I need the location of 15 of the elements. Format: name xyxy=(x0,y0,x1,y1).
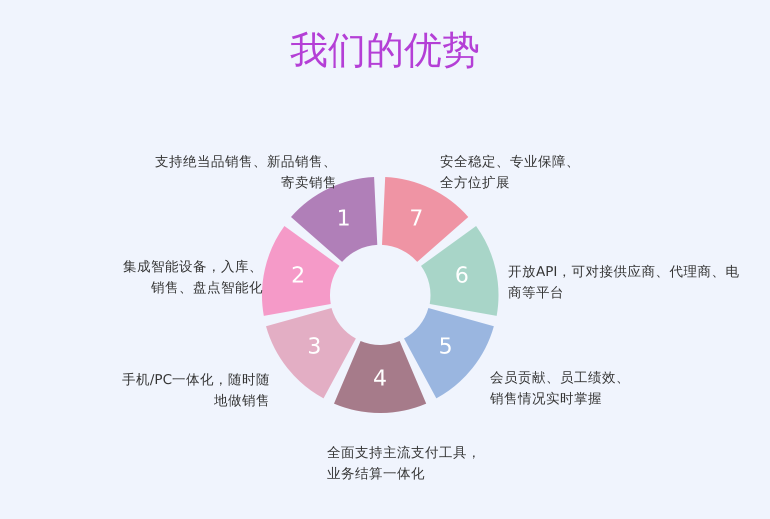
description-text: 全面支持主流支付工具，业务结算一体化 xyxy=(327,444,482,484)
description-text: 手机/PC一体化，随时随地做销售 xyxy=(120,370,270,411)
description-text: 集成智能设备，入库、销售、盘点智能化 xyxy=(122,258,263,298)
title: 我们的优势 xyxy=(289,27,481,74)
description-text: 支持绝当品销售、新品销售、寄卖销售 xyxy=(154,153,337,193)
description-text: 开放API，可对接供应商、代理商、电商等平台 xyxy=(508,262,740,303)
segment-number: 7 xyxy=(409,206,424,232)
description-text: 会员贡献、员工绩效、销售情况实时掌握 xyxy=(490,368,631,409)
segment-number: 4 xyxy=(372,366,387,392)
segment-number: 2 xyxy=(291,264,306,289)
segment-number: 1 xyxy=(336,206,351,232)
description-text: 安全稳定、专业保障、全方位扩展 xyxy=(440,153,581,193)
segment-number: 6 xyxy=(454,264,469,289)
segment-number: 3 xyxy=(307,334,322,360)
segment-number: 5 xyxy=(438,334,453,360)
